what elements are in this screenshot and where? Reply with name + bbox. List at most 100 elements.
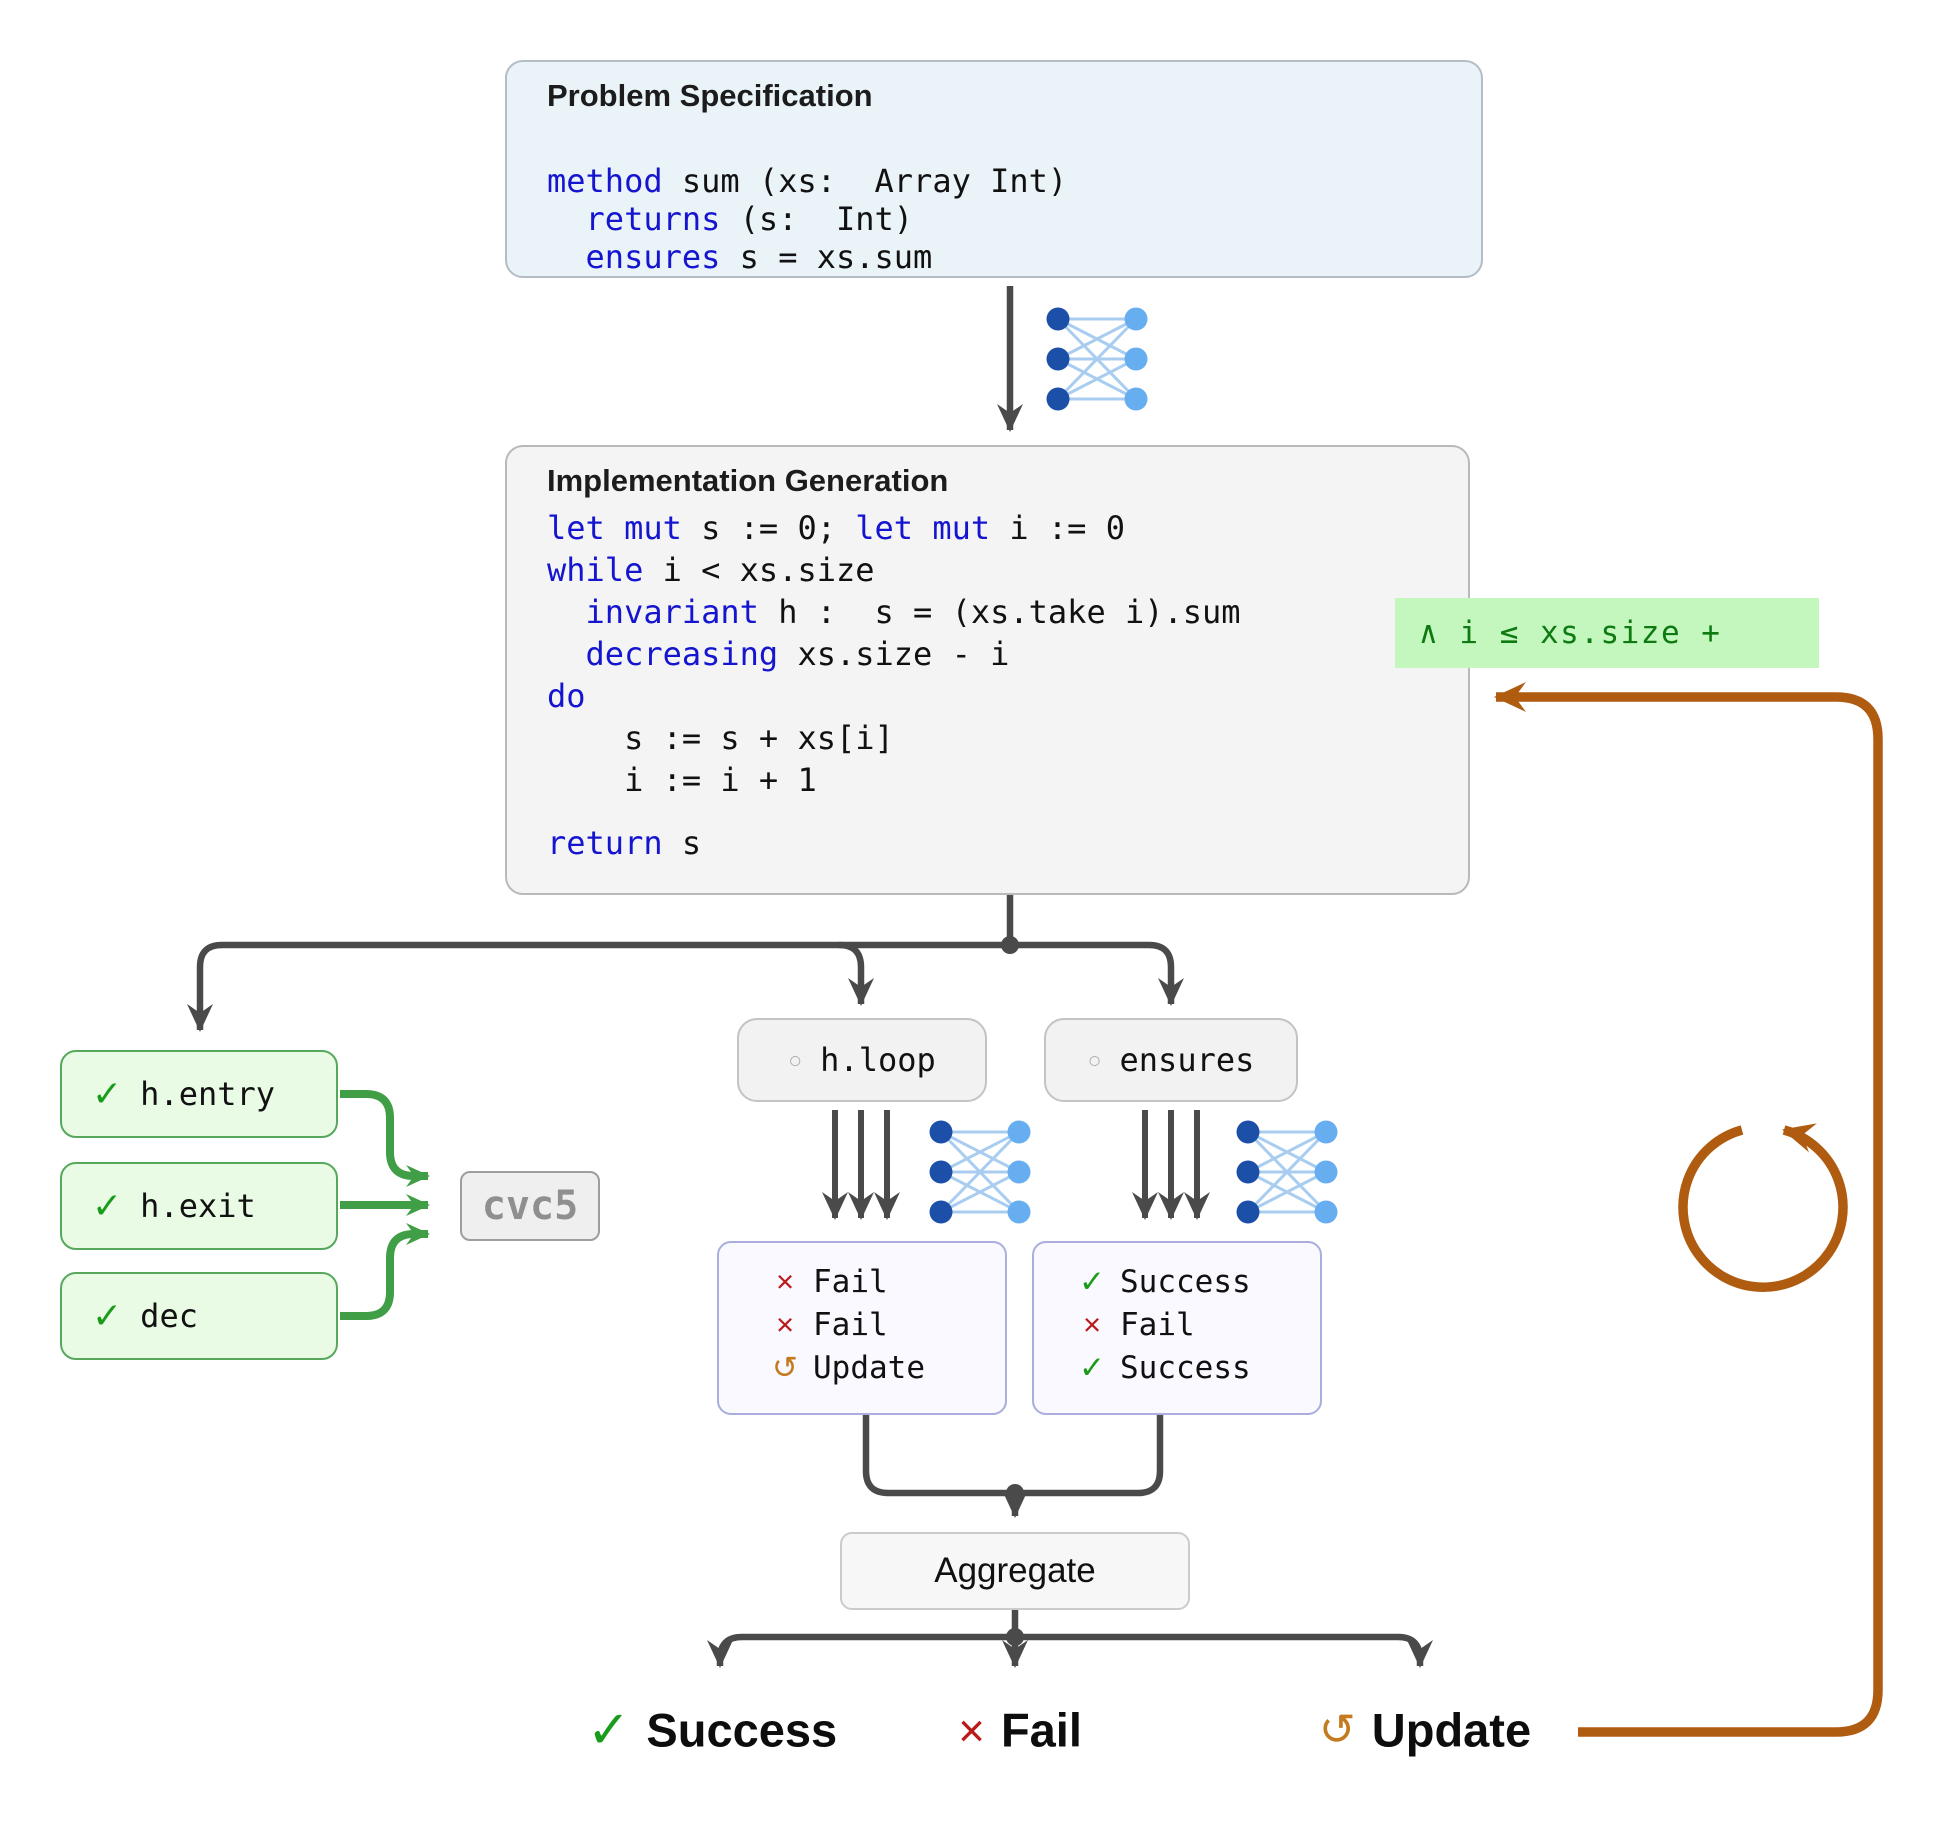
outcome-label: Success bbox=[646, 1703, 838, 1757]
code-token bbox=[547, 200, 586, 238]
nn-icon-ensures bbox=[1235, 1119, 1339, 1225]
node-h-loop: ○ h.loop bbox=[737, 1018, 987, 1102]
refresh-loop-icon bbox=[1678, 1123, 1848, 1292]
code-keyword: decreasing bbox=[585, 635, 779, 673]
result-row: × Fail bbox=[763, 1303, 1005, 1346]
code-line: let mut s := 0; let mut i := 0 bbox=[547, 507, 1241, 549]
arrow-to-hloop bbox=[838, 941, 874, 1006]
code-keyword: returns bbox=[585, 200, 721, 238]
refresh-icon: ↺ bbox=[772, 1350, 798, 1385]
implementation-generation-box: Implementation Generation let mut s := 0… bbox=[505, 445, 1470, 895]
code-line: invariant h : s = (xs.take i).sum bbox=[547, 591, 1241, 633]
result-label: Update bbox=[813, 1349, 925, 1386]
outcome-label: Fail bbox=[1000, 1703, 1082, 1757]
code-token: s := s + xs[i] bbox=[547, 719, 894, 757]
circle-marker-icon: ○ bbox=[788, 1046, 803, 1073]
code-keyword: let mut bbox=[547, 509, 682, 547]
result-label: Fail bbox=[813, 1263, 888, 1300]
code-line: decreasing xs.size - i bbox=[547, 633, 1241, 675]
result-label: Success bbox=[1120, 1349, 1251, 1386]
code-line: s := s + xs[i] bbox=[547, 717, 1241, 759]
code-token: xs.size - i bbox=[778, 635, 1010, 673]
outcome-branch-line bbox=[707, 1633, 1433, 1668]
result-label: Fail bbox=[813, 1306, 888, 1343]
code-line: while i < xs.size bbox=[547, 549, 1241, 591]
aggregate-box: Aggregate bbox=[840, 1532, 1190, 1610]
circle-marker-icon: ○ bbox=[1087, 1046, 1102, 1073]
merge-right-line bbox=[1015, 1415, 1164, 1497]
code-keyword: ensures bbox=[585, 238, 721, 276]
code-token: s bbox=[662, 824, 702, 862]
ensures-results-box: ✓ Success × Fail ✓ Success bbox=[1032, 1241, 1322, 1415]
branch-line bbox=[187, 941, 1184, 1032]
node-label: h.loop bbox=[820, 1041, 936, 1079]
merge-left-line bbox=[862, 1415, 1015, 1497]
check-icon: ✓ bbox=[1079, 1264, 1105, 1299]
code-token bbox=[547, 593, 586, 631]
vc-label: dec bbox=[140, 1297, 198, 1335]
hloop-results-box: × Fail × Fail ↺ Update bbox=[717, 1241, 1007, 1415]
problem-specification-title: Problem Specification bbox=[547, 78, 873, 113]
vc-box-dec: ✓ dec bbox=[60, 1272, 338, 1360]
invariant-update-highlight: ∧ i ≤ xs.size + bbox=[1395, 598, 1819, 668]
code-line: i := i + 1 bbox=[547, 759, 1241, 801]
cross-icon: × bbox=[775, 1307, 795, 1342]
code-token: s = xs.sum bbox=[720, 238, 933, 276]
code-token bbox=[547, 635, 586, 673]
code-line: method sum (xs: Array Int) bbox=[547, 162, 1067, 200]
code-keyword: invariant bbox=[585, 593, 759, 631]
code-line bbox=[547, 801, 1241, 822]
check-icon: ✓ bbox=[92, 1295, 123, 1336]
cross-icon: × bbox=[775, 1264, 795, 1299]
outcome-success: ✓ Success bbox=[587, 1703, 837, 1758]
code-line: returns (s: Int) bbox=[547, 200, 1067, 238]
code-token: (s: Int) bbox=[720, 200, 914, 238]
result-label: Success bbox=[1120, 1263, 1251, 1300]
cross-icon: × bbox=[958, 1704, 985, 1756]
result-label: Fail bbox=[1120, 1306, 1195, 1343]
check-icon: ✓ bbox=[1079, 1350, 1105, 1385]
code-line: ensures s = xs.sum bbox=[547, 238, 1067, 276]
check-icon: ✓ bbox=[92, 1185, 123, 1226]
code-token: i := 0 bbox=[990, 509, 1125, 547]
outcome-fail: × Fail bbox=[958, 1703, 1082, 1758]
code-keyword: return bbox=[547, 824, 663, 862]
code-keyword: method bbox=[547, 162, 663, 200]
vc-entry-to-solver-arrow bbox=[340, 1090, 430, 1187]
refresh-icon: ↺ bbox=[1318, 1705, 1356, 1754]
junction-dot bbox=[1006, 1628, 1024, 1646]
result-row: × Fail bbox=[763, 1260, 1005, 1303]
code-token: s := 0; bbox=[681, 509, 856, 547]
outcome-label: Update bbox=[1371, 1703, 1532, 1757]
code-token: i := i + 1 bbox=[547, 761, 817, 799]
implementation-generation-title: Implementation Generation bbox=[547, 463, 949, 498]
result-row: ↺ Update bbox=[763, 1346, 1005, 1389]
nn-icon-hloop bbox=[928, 1119, 1032, 1225]
problem-specification-box: Problem Specification method sum (xs: Ar… bbox=[505, 60, 1483, 278]
junction-dot bbox=[1001, 936, 1019, 954]
vc-label: h.entry bbox=[140, 1075, 276, 1113]
node-ensures: ○ ensures bbox=[1044, 1018, 1298, 1102]
code-line: do bbox=[547, 675, 1241, 717]
vc-dec-to-solver-arrow bbox=[340, 1223, 430, 1320]
code-keyword: do bbox=[547, 677, 586, 715]
result-row: × Fail bbox=[1070, 1303, 1320, 1346]
nn-icon-spec bbox=[1045, 306, 1149, 412]
vc-box-h-entry: ✓ h.entry bbox=[60, 1050, 338, 1138]
check-icon: ✓ bbox=[586, 1701, 631, 1759]
result-row: ✓ Success bbox=[1070, 1346, 1320, 1389]
code-token: h : s = (xs.take i).sum bbox=[758, 593, 1241, 631]
code-token: i < xs.size bbox=[643, 551, 875, 589]
result-row: ✓ Success bbox=[1070, 1260, 1320, 1303]
code-token bbox=[547, 238, 586, 276]
code-keyword: let mut bbox=[855, 509, 991, 547]
code-keyword: while bbox=[547, 551, 644, 589]
outcome-update: ↺ Update bbox=[1319, 1703, 1531, 1758]
node-label: ensures bbox=[1119, 1041, 1255, 1079]
problem-specification-code: method sum (xs: Array Int) returns (s: I… bbox=[547, 162, 1067, 276]
vc-box-h-exit: ✓ h.exit bbox=[60, 1162, 338, 1250]
code-token: sum (xs: Array Int) bbox=[662, 162, 1068, 200]
